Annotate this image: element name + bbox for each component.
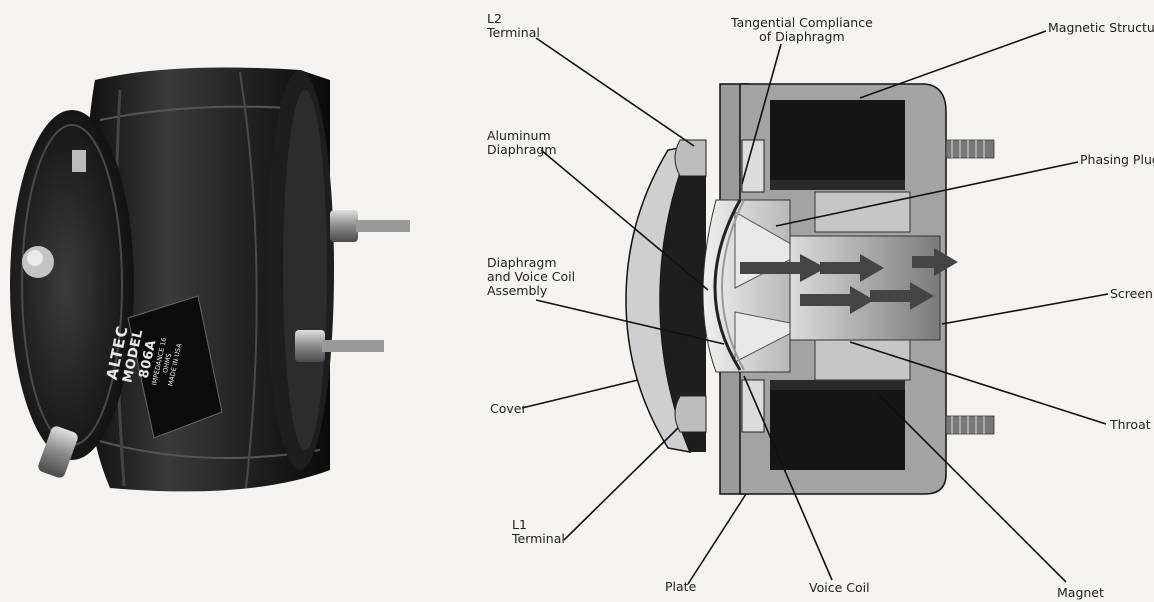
label-l1-terminal: L1 Terminal <box>512 518 565 546</box>
leader-lines <box>521 30 1109 585</box>
label-line: Diaphragm <box>487 255 557 270</box>
label-line: Terminal <box>487 25 540 40</box>
label-aluminum-diaphragm: Aluminum Diaphragm <box>487 129 557 157</box>
label-magnet: Magnet <box>1057 586 1104 600</box>
label-line: Assembly <box>487 283 548 298</box>
label-magnetic-structure: Magnetic Structure <box>1048 21 1154 35</box>
label-line: Terminal <box>512 531 565 546</box>
label-line: Tangential Compliance <box>731 15 873 30</box>
label-plate: Plate <box>665 580 696 594</box>
label-line: and Voice Coil <box>487 269 576 284</box>
label-throat: Throat <box>1110 418 1151 432</box>
label-l2-terminal: L2 Terminal <box>487 12 540 40</box>
label-line: Plate <box>665 579 697 594</box>
label-line: Magnetic Structure <box>1048 20 1154 35</box>
label-line: Voice Coil <box>809 580 870 595</box>
label-line: Diaphragm <box>487 142 557 157</box>
label-line: Screen <box>1110 286 1153 301</box>
label-screen: Screen <box>1110 287 1153 301</box>
label-phasing-plug: Phasing Plug <box>1080 153 1154 167</box>
label-line: Magnet <box>1057 585 1104 600</box>
label-voice-coil: Voice Coil <box>809 581 870 595</box>
label-cover: Cover <box>490 402 527 416</box>
label-diaphragm-voice-coil-assembly: Diaphragm and Voice Coil Assembly <box>487 256 575 298</box>
label-line: Throat <box>1110 417 1151 432</box>
label-tangential-compliance: Tangential Compliance of Diaphragm <box>731 16 873 44</box>
label-line: Phasing Plug <box>1080 152 1154 167</box>
driver-photo <box>10 67 410 492</box>
label-line: L1 <box>512 517 527 532</box>
label-line: L2 <box>487 11 502 26</box>
label-line: Aluminum <box>487 128 551 143</box>
label-line: of Diaphragm <box>759 29 845 44</box>
label-line: Cover <box>490 401 527 416</box>
cross-section <box>625 83 995 495</box>
